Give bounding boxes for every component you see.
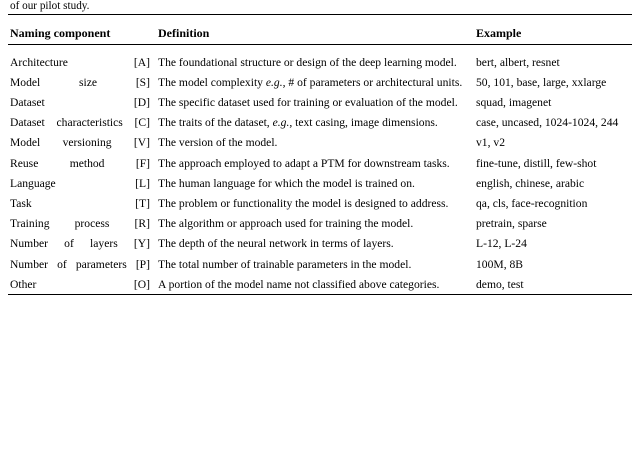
cell-definition: The version of the model. bbox=[158, 136, 278, 150]
header-example: Example bbox=[476, 25, 522, 40]
cell-definition: The problem or functionality the model i… bbox=[158, 196, 449, 210]
cell-component: Training process [R] bbox=[10, 217, 150, 231]
definition-eg-italic: e.g., bbox=[272, 116, 293, 130]
cell-example: L-12, L-24 bbox=[476, 237, 527, 251]
cell-example: english, chinese, arabic bbox=[476, 176, 585, 190]
cell-component: Language [L] bbox=[10, 176, 150, 190]
table-top-rule bbox=[8, 14, 633, 22]
cell-example: v1, v2 bbox=[476, 136, 505, 150]
table-row: Task [T] The problem or functionality th… bbox=[8, 193, 632, 213]
table-row: Language [L] The human language for whic… bbox=[8, 173, 632, 193]
cell-definition: The traits of the dataset, e.g., text ca… bbox=[156, 113, 474, 133]
cell-component: Reuse method [F] bbox=[10, 156, 150, 170]
cell-component: Model size [S] bbox=[10, 75, 150, 89]
definition-text-post: # of parameters or architectural units. bbox=[285, 75, 463, 89]
cell-definition: The algorithm or approach used for train… bbox=[158, 217, 414, 231]
definition-text-post: text casing, image dimensions. bbox=[292, 116, 438, 130]
cell-example: fine-tune, distill, few-shot bbox=[476, 156, 597, 170]
cell-component: Task [T] bbox=[10, 196, 150, 210]
table-row: Training process [R] The algorithm or ap… bbox=[8, 214, 632, 234]
cell-component: Number of layers [Y] bbox=[10, 237, 150, 251]
table-row: Number of parameters [P] The total numbe… bbox=[8, 254, 632, 274]
table-header-rule bbox=[8, 44, 633, 52]
cell-definition: The specific dataset used for training o… bbox=[158, 95, 458, 109]
cell-definition: The depth of the neural network in terms… bbox=[158, 237, 394, 251]
cell-definition: The model complexity e.g., # of paramete… bbox=[156, 72, 474, 92]
table-body: Architecture [A] The foundational struct… bbox=[8, 52, 633, 303]
naming-components-table: Naming component Definition Example Arch… bbox=[8, 14, 633, 303]
cell-definition: The total number of trainable parameters… bbox=[158, 257, 412, 271]
cell-example: pretrain, sparse bbox=[476, 217, 547, 231]
cell-example: bert, albert, resnet bbox=[476, 55, 560, 69]
cell-component: Model versioning [V] bbox=[10, 136, 150, 150]
table-row: Model size [S] The model complexity e.g.… bbox=[8, 72, 632, 92]
cell-example: squad, imagenet bbox=[476, 95, 552, 109]
table-row: Other [O] A portion of the model name no… bbox=[8, 274, 632, 295]
table-row: Dataset [D] The specific dataset used fo… bbox=[8, 92, 632, 112]
cell-component: Dataset [D] bbox=[10, 95, 150, 109]
cell-definition: The foundational structure or design of … bbox=[158, 55, 457, 69]
definition-eg-italic: e.g., bbox=[265, 75, 286, 89]
table-bottom-rule bbox=[8, 294, 633, 303]
cell-component: Dataset characteristics [C] bbox=[10, 116, 150, 130]
definition-text-pre: The model complexity bbox=[158, 75, 266, 89]
cell-example: demo, test bbox=[476, 277, 524, 291]
table-row: Reuse method [F] The approach employed t… bbox=[8, 153, 632, 173]
cell-component: Architecture [A] bbox=[10, 55, 150, 69]
table-row: Dataset characteristics [C] The traits o… bbox=[8, 113, 632, 133]
cell-example: case, uncased, 1024-1024, 244 bbox=[476, 116, 619, 130]
header-naming-component: Naming component bbox=[10, 25, 111, 40]
table-row: Number of layers [Y] The depth of the ne… bbox=[8, 234, 632, 254]
cell-definition: The approach employed to adapt a PTM for… bbox=[158, 156, 450, 170]
table-row: Architecture [A] The foundational struct… bbox=[8, 52, 632, 72]
table-row: Model versioning [V] The version of the … bbox=[8, 133, 632, 153]
cell-example: 50, 101, base, large, xxlarge bbox=[476, 75, 607, 89]
cell-definition: The human language for which the model i… bbox=[158, 176, 415, 190]
header-definition: Definition bbox=[158, 25, 210, 40]
cell-example: 100M, 8B bbox=[476, 257, 524, 271]
definition-text-pre: The traits of the dataset, bbox=[158, 116, 273, 130]
cell-component: Number of parameters [P] bbox=[10, 257, 150, 271]
table-header: Naming component Definition Example bbox=[8, 14, 633, 52]
cell-example: qa, cls, face-recognition bbox=[476, 196, 588, 210]
caption-continuation: of our pilot study. bbox=[10, 0, 90, 12]
cell-definition: A portion of the model name not classifi… bbox=[158, 277, 440, 291]
cell-component: Other [O] bbox=[10, 277, 150, 291]
